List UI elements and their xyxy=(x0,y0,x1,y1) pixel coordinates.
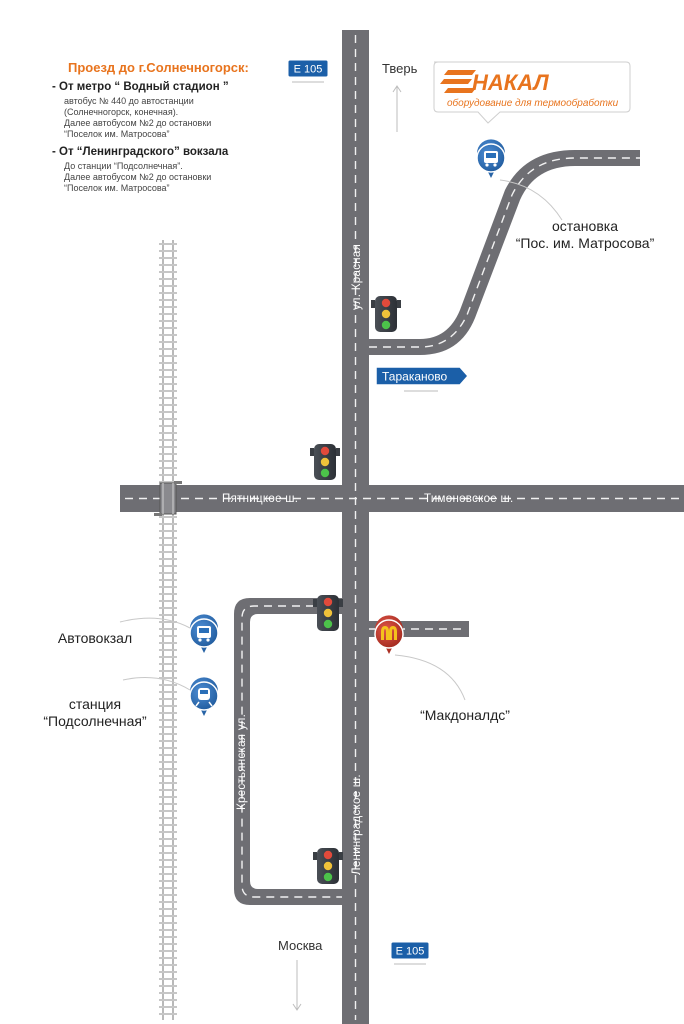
road-sign-e105-bottom: E 105 xyxy=(390,941,430,965)
label-stop-matrosova-line1: остановка xyxy=(551,218,618,234)
route1-line: “Поселок им. Матросова” xyxy=(64,129,170,139)
road-label-pyatnitskoe: Пятницкое ш. xyxy=(222,493,298,505)
road-label-timonovskoe: Тимоновское ш. xyxy=(424,493,514,505)
arrow-up-icon xyxy=(392,85,402,132)
traffic-light-icon xyxy=(313,595,343,631)
logo-tagline: оборудование для термообработки xyxy=(447,97,619,109)
road-label-krasnaya: ул. Красная xyxy=(351,244,363,310)
road-label-leningradskoe: Ленинградское ш. xyxy=(351,774,363,875)
svg-text:E 105: E 105 xyxy=(396,946,425,958)
route2-heading: - От “Ленинградского” вокзала xyxy=(52,146,229,158)
label-mcdonalds: “Макдоналдс” xyxy=(420,707,510,723)
label-avtovokzal: Автовокзал xyxy=(57,630,133,646)
arrow-down-icon xyxy=(292,960,302,1011)
route1-heading: - От метро “ Водный стадион ” xyxy=(52,81,229,93)
route2-line: Далее автобусом №2 до остановки xyxy=(64,172,212,182)
mcdonalds-pin-icon[interactable] xyxy=(374,615,404,654)
logo-mark-icon xyxy=(440,70,476,93)
label-station-line1: станция xyxy=(68,696,122,712)
direction-moskva: Москва xyxy=(278,938,323,953)
traffic-light-icon xyxy=(310,444,340,480)
railway xyxy=(159,240,177,1020)
road-krestyanskaya xyxy=(234,598,342,905)
road-label-krestyanskaya: Крестьянская ул. xyxy=(236,714,248,810)
route2-line: “Поселок им. Матросова” xyxy=(64,183,170,193)
road-sign-tarakanovo: Тараканово xyxy=(375,366,470,392)
label-station-line2: “Подсолнечная” xyxy=(43,713,147,729)
callout-lines xyxy=(119,179,563,701)
bus-stop-pin-icon[interactable] xyxy=(189,614,219,653)
bus-stop-pin-icon[interactable] xyxy=(476,139,506,178)
route1-line: Далее автобусом №2 до остановки xyxy=(64,118,212,128)
road-sign-e105-top: E 105 xyxy=(287,59,329,83)
level-crossing xyxy=(154,481,182,516)
direction-tver: Тверь xyxy=(382,61,418,76)
svg-text:Тараканово: Тараканово xyxy=(382,370,448,384)
traffic-light-icon xyxy=(313,848,343,884)
label-stop-matrosova: остановка “Пос. им. Матросова” xyxy=(510,218,660,252)
route1-line: автобус № 440 до автостанции xyxy=(64,96,194,106)
traffic-light-icon xyxy=(371,296,401,332)
label-station: станция “Подсолнечная” xyxy=(30,696,160,730)
road-pyatnitskoe xyxy=(120,485,684,512)
route1-line: (Солнечногорск, конечная). xyxy=(64,107,179,117)
svg-text:E 105: E 105 xyxy=(294,64,323,76)
route2-line: До станции “Подсолнечная”. xyxy=(64,161,183,171)
logo-callout: НАКАЛ оборудование для термообработки xyxy=(433,61,631,124)
label-stop-matrosova-line2: “Пос. им. Матросова” xyxy=(515,235,655,251)
logo-name: НАКАЛ xyxy=(472,70,549,95)
info-title: Проезд до г.Солнечногорск: xyxy=(68,60,249,75)
train-station-pin-icon[interactable] xyxy=(189,677,219,716)
